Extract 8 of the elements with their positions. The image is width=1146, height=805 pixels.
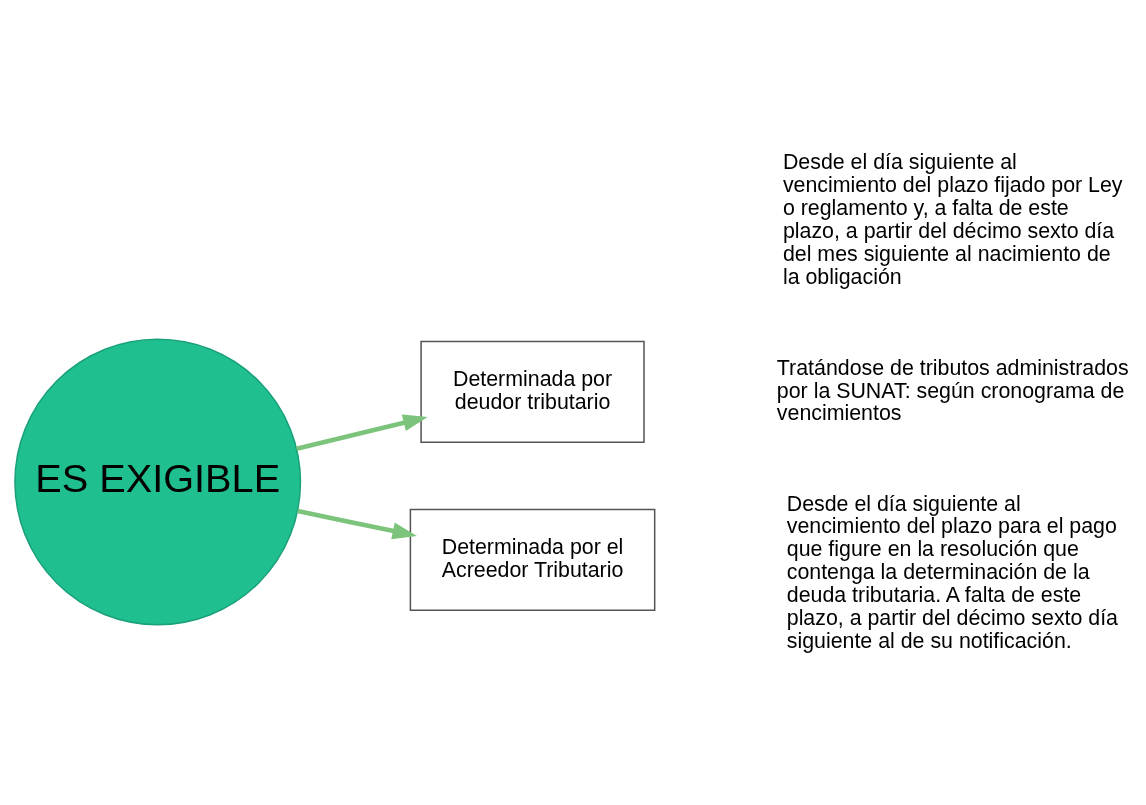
node-box: Determinada por deudor tributario (420, 340, 645, 443)
label: Desde el día siguiente al vencimiento del plazo para el pago que figure en la resolución que contenga la determinación de la deuda tributaria. A falta de este plazo, a partir del décimo sexto día siguiente al de su notificación. (786, 491, 1119, 653)
label: Tratándose de tributos administrados por la SUNAT: según cronograma de vencimientos (776, 355, 1129, 425)
node-circle: ES EXIGIBLE (14, 338, 302, 626)
node-box: Determinada por el Acreedor Tributario (409, 508, 656, 611)
arrow (296, 413, 428, 451)
label: Desde el día siguiente al vencimiento del plazo fijado por Ley o reglamento y, a falta de este plazo, a partir del décimo sexto día del mes siguiente al nacimiento de la obligación (782, 149, 1123, 289)
arrow (297, 508, 417, 539)
